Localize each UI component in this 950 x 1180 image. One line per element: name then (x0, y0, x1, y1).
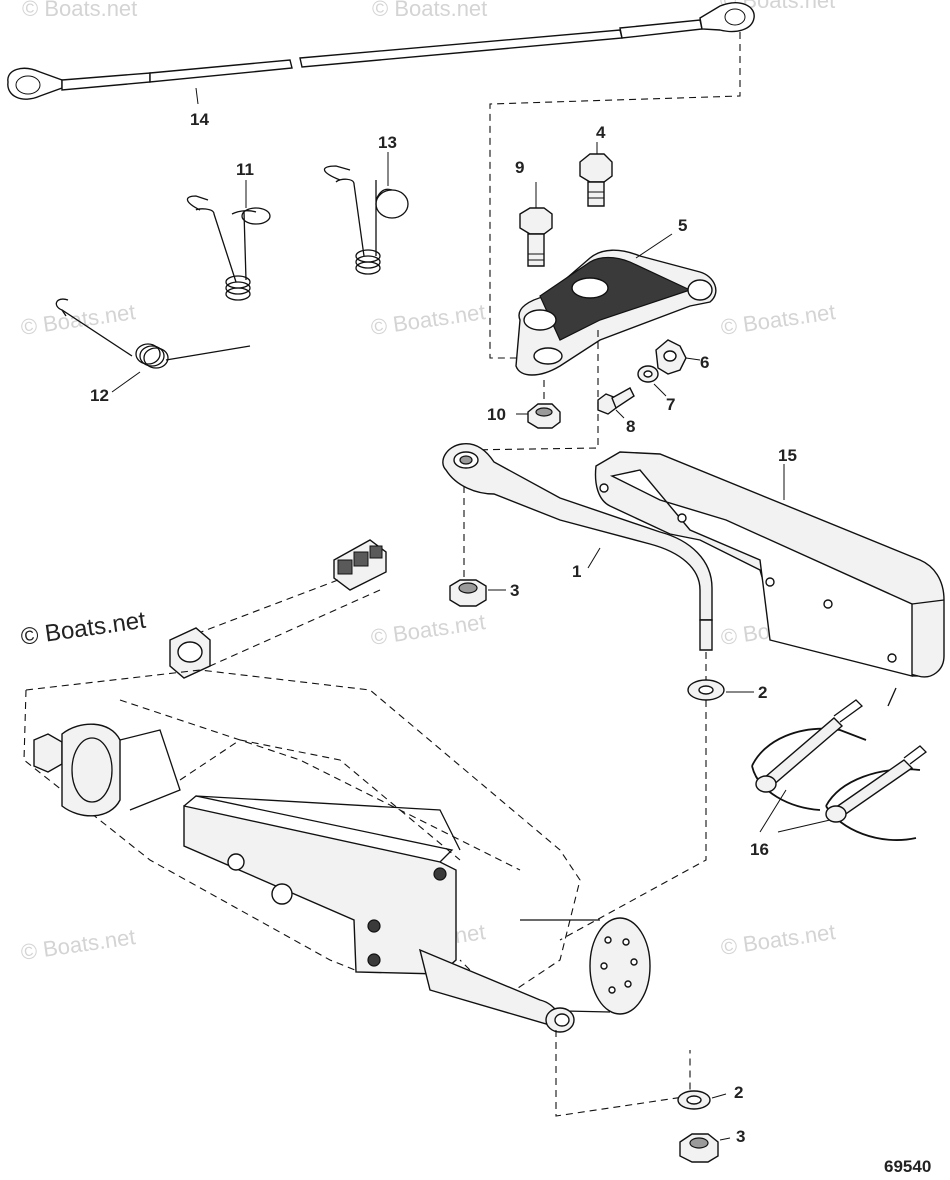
part-2-washer-lower (677, 1090, 727, 1110)
part-13-spring (323, 152, 409, 275)
watermark: © Boats.net (19, 299, 137, 340)
part-6-wing-nut (655, 339, 701, 375)
figure-number: 69540 (884, 1157, 931, 1176)
steering-ram-assembly (23, 627, 651, 1033)
connector-plug (333, 539, 387, 591)
callout-16: 16 (750, 840, 769, 859)
leader-14 (195, 87, 199, 105)
callout-5: 5 (678, 216, 687, 235)
dashed-link-plug (209, 589, 381, 667)
part-5-bracket (515, 233, 717, 376)
dashed-link-plug (179, 579, 339, 641)
part-3-nut-upper (449, 579, 506, 607)
callout-15: 15 (778, 446, 797, 465)
watermark: © Boats.net (719, 919, 837, 960)
callout-labels: 1 2 2 3 3 4 5 6 7 8 9 10 11 12 13 14 15 … (90, 87, 797, 1146)
part-3-nut-lower (679, 1133, 731, 1163)
callout-2: 2 (758, 683, 767, 702)
callout-14: 14 (190, 110, 209, 129)
watermark: © Boats.net (369, 609, 487, 650)
watermark: © Boats.net (22, 0, 137, 21)
part-9-bolt (519, 182, 553, 267)
part-7-washer (637, 365, 667, 397)
part-16-retaining-pins (751, 687, 927, 841)
part-4-bolt (579, 142, 613, 207)
watermark: © Boats.net (372, 0, 487, 21)
callout-3: 3 (510, 581, 519, 600)
part-11-spring (186, 193, 271, 301)
callout-11: 11 (236, 160, 254, 179)
part-12-spring (55, 298, 251, 393)
callout-3: 3 (736, 1127, 745, 1146)
part-10-nut (516, 403, 561, 429)
part-2-washer-upper (687, 679, 754, 701)
callout-1: 1 (572, 562, 581, 581)
callout-8: 8 (626, 417, 635, 436)
part-14-cable-rod (7, 2, 755, 100)
callout-4: 4 (596, 123, 606, 142)
callout-2: 2 (734, 1083, 743, 1102)
callout-7: 7 (666, 395, 675, 414)
callout-13: 13 (378, 133, 397, 152)
callout-12: 12 (90, 386, 109, 405)
dashed-link-2-to-ram (559, 700, 707, 941)
dashed-link-14-to-5 (489, 32, 741, 359)
callout-10: 10 (487, 405, 506, 424)
part-1-steering-link (442, 443, 713, 651)
watermark: © Boats.net (369, 299, 487, 340)
dashed-link-5-to-3 (463, 330, 599, 582)
watermark-prominent: © Boats.net (19, 607, 148, 651)
part-8-bolt (597, 387, 635, 419)
watermark: © Boats.net (19, 924, 137, 965)
callout-6: 6 (700, 353, 709, 372)
part-15-cover (594, 451, 945, 678)
watermark: © Boats.net (719, 299, 837, 340)
dashed-link-ram-to-2 (555, 1030, 691, 1117)
callout-9: 9 (515, 158, 524, 177)
